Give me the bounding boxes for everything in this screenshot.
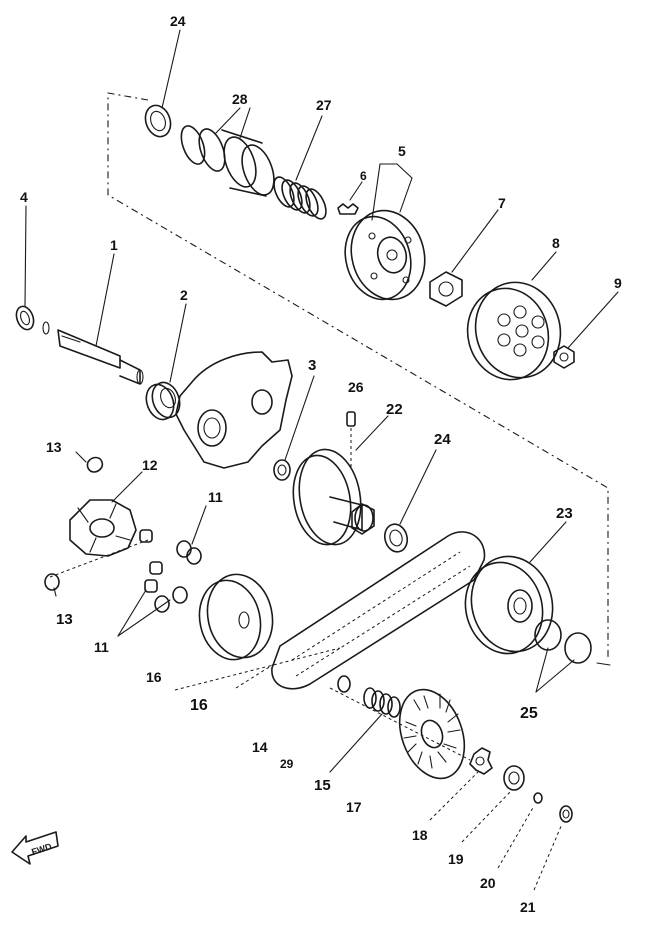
part-label-12: 12 bbox=[142, 457, 158, 473]
part-label-19: 19 bbox=[448, 851, 464, 867]
forward-direction-arrow-icon: FWD bbox=[11, 831, 59, 865]
oil-seal bbox=[15, 305, 35, 331]
compression-spring bbox=[273, 176, 327, 220]
secondary-sheave bbox=[292, 448, 375, 546]
part-label-11-lower: 11 bbox=[94, 639, 109, 655]
part-label-11-top: 11 bbox=[208, 489, 223, 505]
part-label-20: 20 bbox=[480, 875, 496, 891]
part-label-25: 25 bbox=[520, 705, 538, 722]
part-label-13-top: 13 bbox=[46, 439, 62, 455]
part-label-24: 24 bbox=[170, 13, 186, 29]
end-nut bbox=[559, 805, 573, 823]
part-label-15: 15 bbox=[314, 777, 331, 794]
part-label-14: 14 bbox=[252, 739, 268, 755]
hex-nut bbox=[429, 271, 463, 307]
part-label-9: 9 bbox=[614, 275, 622, 291]
part-label-21: 21 bbox=[520, 899, 536, 915]
part-label-23: 23 bbox=[556, 505, 573, 522]
o-rings bbox=[534, 619, 592, 664]
part-label-26: 26 bbox=[348, 379, 364, 395]
part-label-8: 8 bbox=[552, 235, 560, 251]
washer bbox=[273, 459, 291, 481]
pin bbox=[346, 411, 356, 468]
flange-nut bbox=[553, 345, 575, 369]
slider-piece bbox=[44, 573, 60, 591]
fwd-arrow-text: FWD bbox=[30, 841, 53, 857]
drive-shaft bbox=[42, 321, 144, 385]
part-label-7: 7 bbox=[498, 195, 506, 211]
part-label-17: 17 bbox=[346, 799, 362, 815]
small-spring bbox=[363, 687, 401, 718]
part-label-16-faded: 16 bbox=[146, 669, 162, 685]
star-nut bbox=[469, 747, 493, 775]
part-label-29: 29 bbox=[280, 757, 294, 771]
small-pin bbox=[337, 203, 359, 215]
part-label-2: 2 bbox=[180, 287, 188, 303]
washer-small bbox=[503, 765, 525, 791]
small-bushing bbox=[337, 675, 351, 693]
seal-ring-lower bbox=[383, 523, 409, 553]
primary-sheave bbox=[198, 573, 274, 661]
part-label-28: 28 bbox=[232, 91, 248, 107]
seal-ring-top bbox=[144, 104, 172, 138]
part-label-1: 1 bbox=[110, 237, 118, 253]
drive-plate bbox=[175, 351, 293, 469]
cam-plate bbox=[69, 499, 137, 557]
clip-top bbox=[86, 456, 104, 473]
clutch-carrier bbox=[344, 209, 426, 301]
part-label-4: 4 bbox=[20, 189, 28, 205]
part-label-6: 6 bbox=[360, 169, 367, 183]
part-label-18: 18 bbox=[412, 827, 428, 843]
clutch-housing bbox=[466, 281, 562, 381]
v-belt bbox=[271, 531, 486, 690]
leader-lines bbox=[24, 29, 619, 891]
bearing bbox=[145, 381, 181, 421]
collar-small bbox=[533, 792, 543, 804]
part-label-3: 3 bbox=[308, 357, 317, 374]
part-label-16: 16 bbox=[190, 697, 208, 714]
cooling-fan bbox=[398, 688, 466, 780]
part-label-5: 5 bbox=[398, 143, 406, 159]
assembly-boundary-lines bbox=[49, 92, 611, 761]
part-label-27: 27 bbox=[316, 97, 332, 113]
part-label-24-lower: 24 bbox=[434, 431, 451, 448]
part-label-13-lower: 13 bbox=[56, 611, 73, 628]
collar-sleeve bbox=[180, 125, 275, 197]
roller-weights bbox=[139, 529, 202, 613]
driven-pulley bbox=[464, 555, 554, 655]
part-label-22: 22 bbox=[386, 401, 403, 418]
